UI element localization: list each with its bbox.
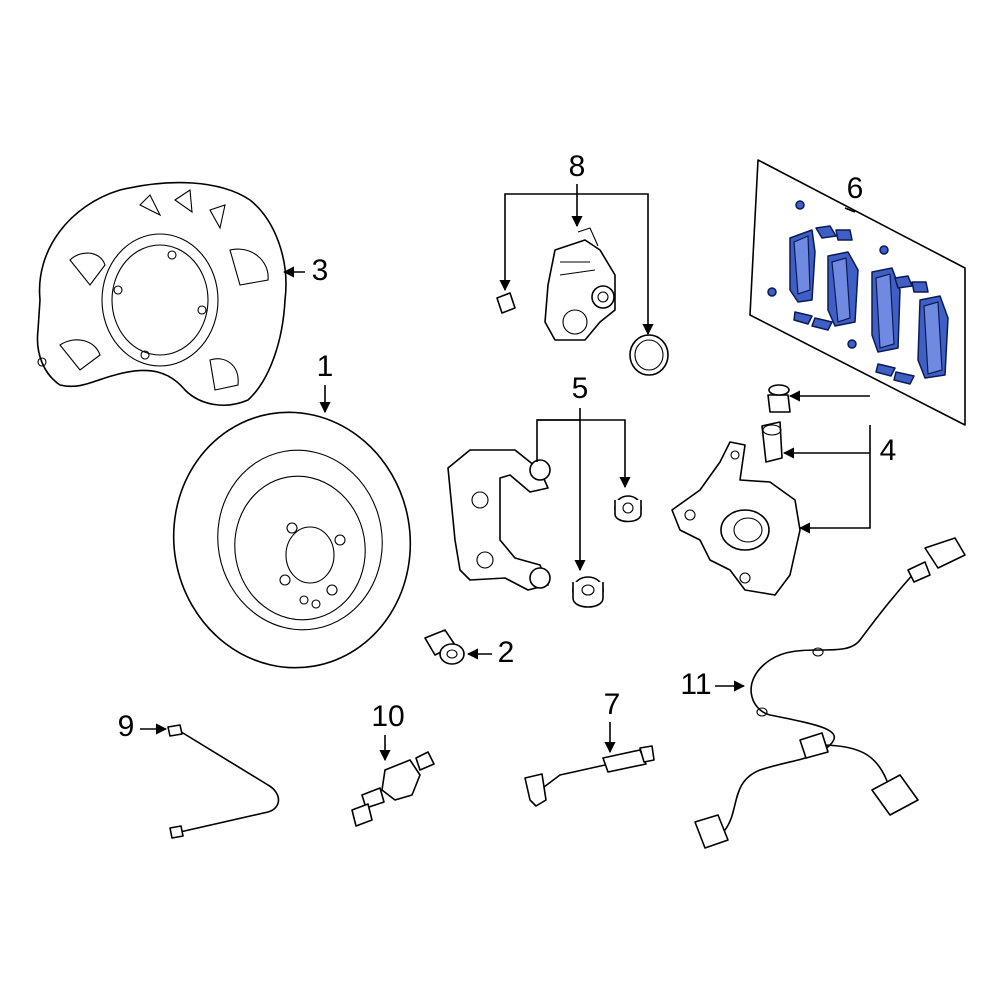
callout-8: 8 [569, 150, 586, 183]
abs-harness[interactable] [694, 537, 966, 849]
wear-sensor-9[interactable] [167, 724, 280, 839]
pad-hardware [767, 200, 929, 385]
callout-11: 11 [680, 668, 711, 701]
speed-sensor-10[interactable] [351, 751, 435, 827]
brake-pads [789, 229, 949, 379]
leader-lines [140, 184, 871, 762]
callout-2: 2 [498, 636, 515, 669]
callouts: 1 2 3 4 5 6 7 8 9 10 11 [118, 150, 897, 743]
bolt[interactable] [424, 629, 465, 665]
wear-sensor-7[interactable] [524, 745, 655, 807]
callout-7: 7 [604, 688, 621, 721]
brake-rotor[interactable] [154, 393, 431, 686]
callout-10: 10 [371, 700, 404, 733]
callout-1: 1 [317, 350, 334, 383]
bushing-upper[interactable] [614, 495, 642, 523]
caliper-bracket[interactable] [447, 449, 551, 591]
bushing-lower[interactable] [572, 576, 604, 608]
callout-5: 5 [572, 372, 589, 405]
callout-4: 4 [880, 434, 897, 467]
callout-9: 9 [118, 710, 135, 743]
callout-6: 6 [847, 172, 864, 205]
brake-pad-kit[interactable] [749, 159, 966, 426]
parking-brake-actuator[interactable] [496, 227, 669, 376]
brake-caliper[interactable] [671, 384, 801, 596]
splash-shield[interactable] [36, 181, 287, 406]
callout-3: 3 [312, 254, 329, 287]
